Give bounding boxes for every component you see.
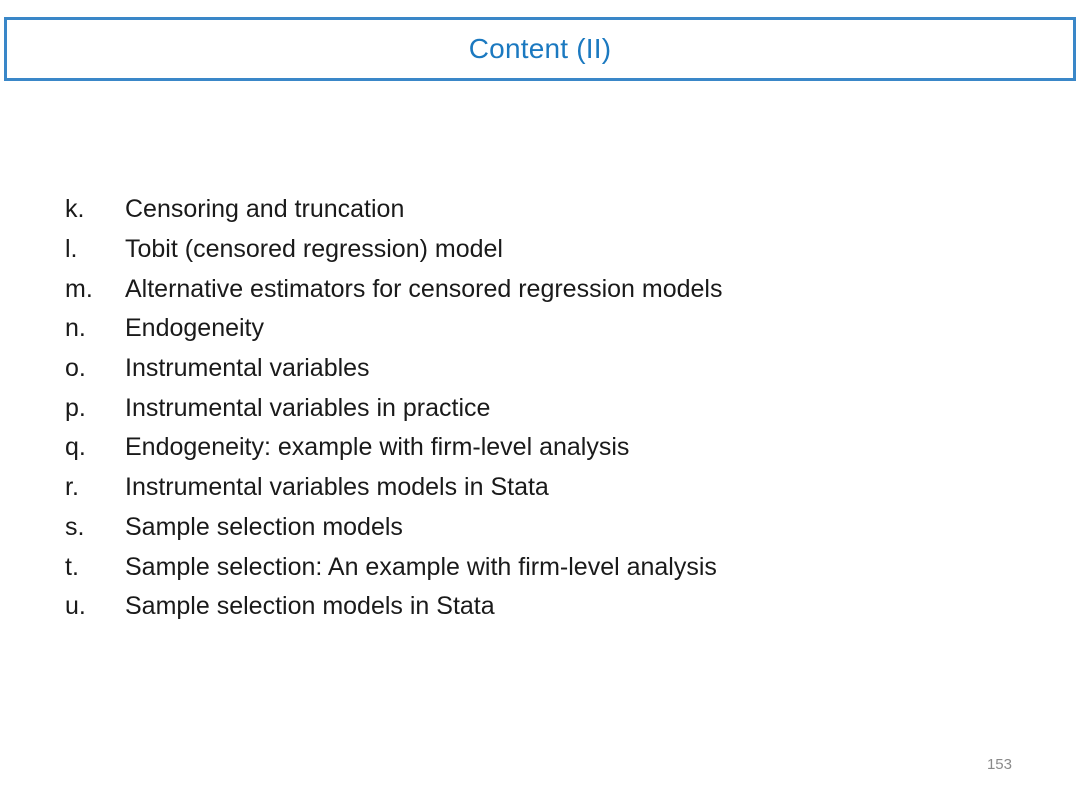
list-item: p. Instrumental variables in practice — [65, 388, 1040, 428]
list-item-text: Alternative estimators for censored regr… — [125, 274, 723, 303]
list-item-text: Censoring and truncation — [125, 195, 405, 224]
list-item-marker: n. — [65, 314, 86, 343]
list-item-text: Instrumental variables — [125, 354, 370, 383]
list-item-text: Instrumental variables models in Stata — [125, 473, 549, 502]
list-item: o. Instrumental variables — [65, 349, 1040, 389]
list-item-text: Sample selection models — [125, 512, 403, 541]
list-item: m. Alternative estimators for censored re… — [65, 269, 1040, 309]
list-item-text: Endogeneity — [125, 314, 265, 343]
list-item-text: Sample selection models in Stata — [125, 592, 495, 621]
list-item-text: Instrumental variables in practice — [125, 393, 491, 422]
list-item-marker: u. — [65, 592, 86, 621]
list-item-marker: q. — [65, 433, 86, 462]
list-item-marker: p. — [65, 393, 86, 422]
list-item-marker: o. — [65, 354, 86, 383]
page-title: Content (II) — [468, 33, 612, 64]
list-item: t. Sample selection: An example with firm… — [65, 547, 1040, 587]
list-item-marker: l. — [65, 235, 78, 264]
list-item: s. Sample selection models — [65, 508, 1040, 548]
content-list: k. Censoring and truncation l. Tobit (censo… — [65, 190, 1040, 627]
list-item: u. Sample selection models in Stata — [65, 587, 1040, 627]
list-item: q. Endogeneity: example with firm-level a… — [65, 428, 1040, 468]
list-item-marker: t. — [65, 552, 79, 581]
list-item: k. Censoring and truncation — [65, 190, 1040, 230]
list-item: l. Tobit (censored regression) model — [65, 230, 1040, 270]
title-box: Content (II) — [4, 17, 1076, 81]
list-item: n. Endogeneity — [65, 309, 1040, 349]
list-item-marker: r. — [65, 473, 79, 502]
list-item-text: Sample selection: An example with firm-l… — [125, 552, 717, 581]
list-item: r. Instrumental variables models in Stata — [65, 468, 1040, 508]
list-item-text: Tobit (censored regression) model — [125, 235, 503, 264]
list-item-marker: s. — [65, 512, 85, 541]
list-item-text: Endogeneity: example with firm-level ana… — [125, 433, 630, 462]
page-number: 153 — [986, 756, 1012, 773]
list-item-marker: k. — [65, 195, 85, 224]
list-item-marker: m. — [65, 274, 93, 303]
